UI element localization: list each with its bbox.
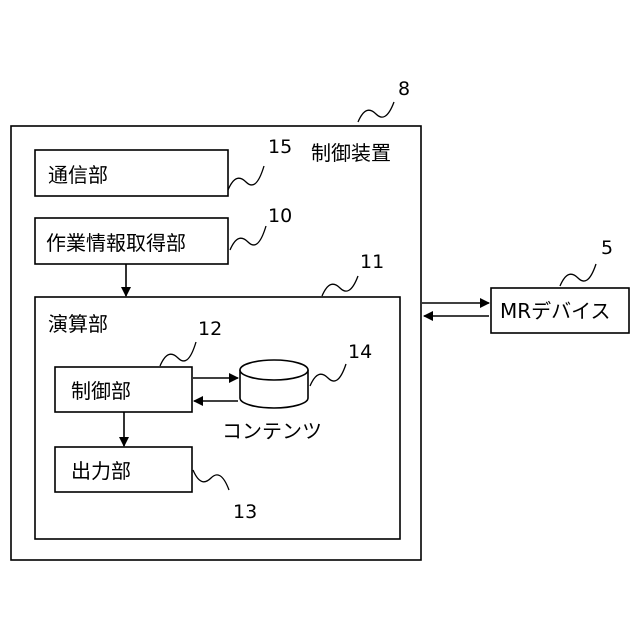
contents-store-ref: 14 — [348, 341, 372, 363]
mr-device-label: MRデバイス — [500, 299, 611, 323]
control-unit-label: 制御部 — [71, 379, 131, 403]
communication-unit-ref: 15 — [268, 136, 292, 158]
computation-unit-label: 演算部 — [48, 312, 108, 336]
work-info-unit-ref: 10 — [268, 205, 292, 227]
mr-device-leader — [560, 264, 596, 286]
mr-device-ref: 5 — [601, 237, 613, 259]
communication-unit-label: 通信部 — [48, 163, 108, 187]
work-info-unit-label: 作業情報取得部 — [46, 231, 186, 255]
control-unit-ref: 12 — [198, 318, 222, 340]
output-unit-label: 出力部 — [71, 459, 131, 483]
computation-unit-ref: 11 — [360, 251, 384, 273]
control-device-ref: 8 — [398, 78, 410, 100]
control-device-label: 制御装置 — [311, 141, 391, 165]
output-unit-ref: 13 — [233, 501, 257, 523]
control-device-leader — [358, 102, 394, 122]
contents-store-cylinder — [240, 360, 308, 408]
contents-store-label: コンテンツ — [222, 419, 322, 443]
